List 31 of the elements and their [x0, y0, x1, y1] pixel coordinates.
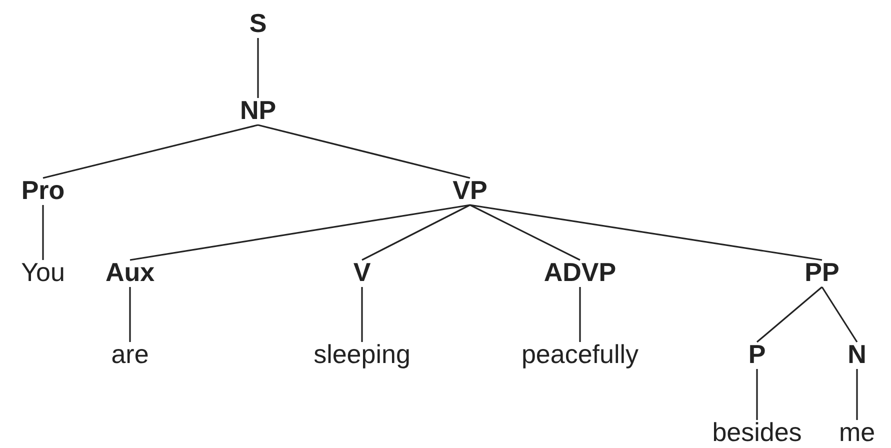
category-label: ADVP — [544, 258, 616, 286]
tree-branch-line — [756, 369, 758, 420]
tree-branch-line — [130, 204, 470, 261]
tree-branch-line — [257, 38, 259, 98]
category-label: PP — [804, 258, 840, 286]
word-label: You — [21, 258, 65, 286]
word-label: besides — [712, 418, 802, 446]
category-label: NP — [240, 96, 276, 124]
tree-branch-line — [129, 287, 131, 342]
tree-branch-line — [42, 205, 44, 260]
tree-branch-line — [470, 204, 580, 261]
tree-branch-line — [362, 204, 470, 261]
tree-branch-line — [361, 287, 363, 342]
word-label: are — [111, 340, 149, 368]
tree-branch-line — [42, 124, 258, 179]
tree-branch-line — [856, 369, 858, 420]
category-label: N — [848, 340, 866, 368]
tree-branch-line — [258, 124, 470, 179]
word-label: sleeping — [314, 340, 410, 368]
category-label: V — [353, 258, 371, 286]
tree-branch-line — [470, 204, 822, 261]
category-label: Aux — [105, 258, 155, 286]
word-label: peacefully — [521, 340, 639, 368]
category-label: P — [748, 340, 766, 368]
category-label: VP — [452, 176, 488, 204]
tree-branch-line — [821, 286, 858, 342]
tree-branch-line — [579, 287, 581, 342]
word-label: me — [838, 418, 876, 446]
category-label: Pro — [21, 176, 65, 204]
category-label: S — [249, 9, 267, 37]
tree-branch-line — [756, 286, 823, 343]
